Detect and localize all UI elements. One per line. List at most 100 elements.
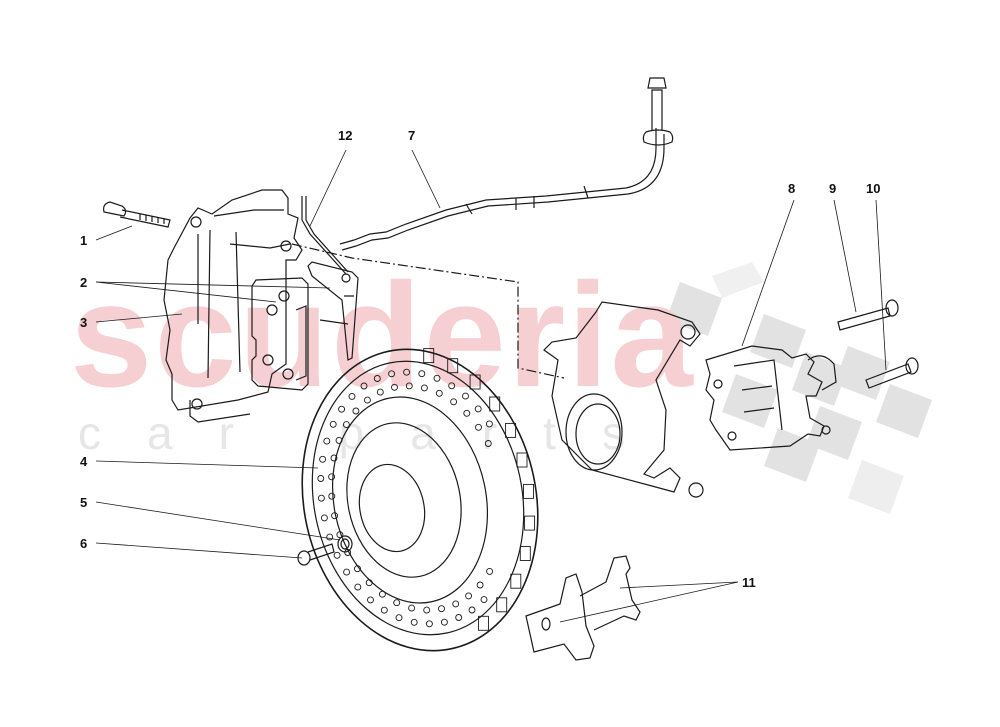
disc-hole xyxy=(378,590,386,598)
front-caliper xyxy=(163,189,303,423)
disc-vent-slot xyxy=(523,483,534,499)
disc-hole xyxy=(450,398,458,406)
disc-hole xyxy=(420,384,428,392)
brake-pad-outer xyxy=(307,261,359,361)
disc-hole xyxy=(367,596,374,604)
disc-washer xyxy=(337,535,353,553)
disc-hole xyxy=(354,583,362,591)
pad-set xyxy=(525,555,641,661)
callout-9[interactable]: 9 xyxy=(829,181,837,196)
callout-5[interactable]: 5 xyxy=(80,495,88,510)
callout-6[interactable]: 6 xyxy=(80,536,88,551)
bolt-10 xyxy=(865,357,919,389)
disc-vent-slot xyxy=(489,396,501,412)
disc-hole xyxy=(405,382,413,390)
disc-vent-slot xyxy=(524,515,536,531)
callout-3[interactable]: 3 xyxy=(80,315,88,330)
disc-hole xyxy=(463,409,471,417)
disc-hole xyxy=(433,374,441,382)
disc-hole xyxy=(329,420,337,428)
disc-hole xyxy=(365,579,373,587)
disc-hole xyxy=(468,606,476,614)
disc-hole xyxy=(410,618,418,626)
disc-hole xyxy=(476,581,484,589)
disc-hole xyxy=(423,606,431,614)
disc-vent-slot xyxy=(469,374,481,390)
disc-hole xyxy=(455,614,463,621)
disc-hole xyxy=(380,606,388,614)
disc-vent-slot xyxy=(496,597,508,613)
disc-hole xyxy=(328,492,336,500)
disc-hole xyxy=(373,375,381,382)
disc-vent-slot xyxy=(510,573,522,589)
disc-hole xyxy=(393,599,401,607)
disc-hole xyxy=(326,533,334,541)
disc-hole xyxy=(391,383,398,391)
disc-hole xyxy=(425,620,433,628)
leader-lines xyxy=(95,149,887,623)
brake-pad-inner xyxy=(251,277,309,391)
disc-hole xyxy=(333,551,341,559)
disc-vent-slot xyxy=(478,615,489,631)
disc-hole xyxy=(335,436,343,444)
disc-hole xyxy=(320,514,328,522)
disc-hole xyxy=(317,475,325,482)
callout-4[interactable]: 4 xyxy=(80,454,88,469)
disc-hole xyxy=(462,392,469,400)
disc-hole xyxy=(360,382,368,390)
disc-hole xyxy=(486,567,494,575)
disc-hole xyxy=(363,396,371,404)
callout-10[interactable]: 10 xyxy=(866,181,881,196)
disc-hole xyxy=(465,592,473,600)
disc-hole xyxy=(338,405,346,413)
disc-vent-slot xyxy=(516,452,528,468)
disc-hole xyxy=(376,388,384,396)
disc-hole xyxy=(343,568,351,576)
callout-8[interactable]: 8 xyxy=(788,181,796,196)
disc-vent-slot xyxy=(423,348,435,364)
parking-brake-caliper xyxy=(705,345,837,451)
disc-hole xyxy=(328,473,336,481)
disc-hole xyxy=(474,405,482,413)
disc-hole xyxy=(438,605,445,613)
brake-hose xyxy=(339,77,674,251)
disc-vent-slot xyxy=(505,422,517,438)
disc-hole xyxy=(403,368,411,376)
caliper-bolt xyxy=(103,201,171,228)
brake-disc xyxy=(301,348,539,652)
callout-1[interactable]: 1 xyxy=(80,233,88,248)
disc-hole xyxy=(317,494,325,502)
callout-7[interactable]: 7 xyxy=(408,128,416,143)
disc-hole xyxy=(331,512,339,520)
hub-carrier xyxy=(543,301,704,498)
callout-11[interactable]: 11 xyxy=(742,575,756,590)
disc-hole xyxy=(440,618,448,626)
disc-hole xyxy=(484,440,492,447)
disc-hole xyxy=(388,370,396,378)
disc-hole xyxy=(330,454,338,462)
callout-2[interactable]: 2 xyxy=(80,275,88,290)
disc-vent-slot xyxy=(519,546,531,561)
callout-12[interactable]: 12 xyxy=(338,128,353,143)
disc-cross-drill-holes xyxy=(317,348,536,631)
disc-hole xyxy=(354,565,361,573)
disc-hole xyxy=(448,382,456,390)
centerline xyxy=(291,243,565,379)
disc-hole xyxy=(323,437,331,445)
bolt-9 xyxy=(837,299,899,331)
disc-hole xyxy=(342,421,350,429)
disc-hole xyxy=(435,389,443,397)
disc-hole xyxy=(395,614,403,622)
disc-vent-slot xyxy=(447,358,459,374)
disc-hole xyxy=(319,455,327,463)
disc-hole xyxy=(452,600,460,608)
disc-hole xyxy=(418,370,426,378)
disc-hole xyxy=(408,604,416,612)
disc-hole xyxy=(352,407,360,415)
disc-hole xyxy=(348,392,356,400)
disc-hole xyxy=(475,423,482,431)
disc-hole xyxy=(480,596,488,604)
